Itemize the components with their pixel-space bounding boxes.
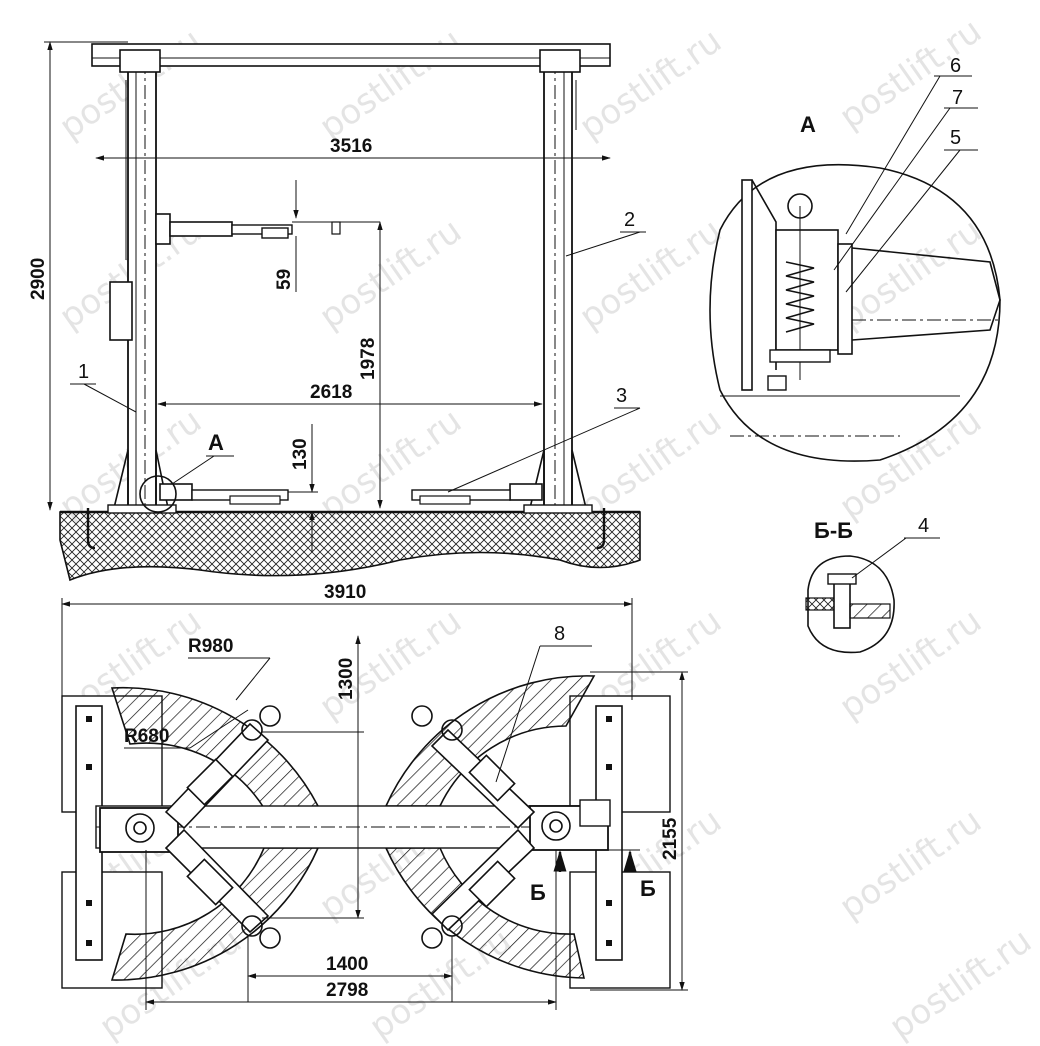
lift-pads <box>241 705 463 949</box>
arm-sweep-left-top <box>110 686 320 809</box>
dim-2618: 2618 <box>310 382 352 403</box>
lowered-lift-arm-left <box>139 475 289 513</box>
section-title: Б-Б <box>814 518 853 543</box>
callout-detail-a: А <box>208 430 224 455</box>
dimension-arm-length: 1300 <box>262 635 364 919</box>
dimension-total-height: 2900 <box>28 41 128 511</box>
anchor-bolt <box>596 508 606 550</box>
dim-130: 130 <box>290 438 311 470</box>
section-bb-view: Б-Б 4 <box>805 515 940 654</box>
dim-3910: 3910 <box>324 582 366 603</box>
right-column <box>523 49 593 514</box>
dim-2900: 2900 <box>28 258 49 300</box>
dim-r980: R980 <box>188 636 233 657</box>
dimension-pad-height: 130 <box>288 424 318 552</box>
watermark: postlift.ru <box>312 401 469 527</box>
watermark: postlift.ru <box>832 211 989 337</box>
callout-6: 6 <box>950 55 961 77</box>
dimension-outer-pad-spacing: 2798 <box>145 850 557 1010</box>
callout-5: 5 <box>950 127 961 149</box>
watermark: postlift.ru <box>882 921 1039 1046</box>
spring <box>785 261 815 333</box>
watermark: postlift.ru <box>572 21 729 147</box>
dim-1300: 1300 <box>336 658 357 700</box>
watermark: postlift.ru <box>832 801 989 927</box>
callout-1: 1 <box>78 361 89 383</box>
ground-section <box>59 511 641 582</box>
dimension-step: 59 <box>274 180 299 292</box>
section-marks: Б Б <box>530 849 656 905</box>
watermark: postlift.ru <box>832 11 989 137</box>
section-mark-right: Б <box>640 876 656 901</box>
dimension-r980: R980 <box>188 636 271 701</box>
dim-r680: R680 <box>124 726 169 747</box>
anchor-bolt <box>86 508 96 550</box>
dimension-pad-spacing: 1400 <box>247 936 453 1002</box>
plan-view: 3910 R980 R680 1300 2155 1400 <box>61 582 688 1010</box>
dim-1400: 1400 <box>326 954 368 975</box>
watermark: postlift.ru <box>832 401 989 527</box>
detail-a-view: А 6 7 5 <box>709 55 1001 462</box>
plan-arms <box>164 722 536 934</box>
front-view: 2900 3516 59 1978 2618 130 1 <box>28 41 646 582</box>
dim-1978: 1978 <box>358 338 379 380</box>
lowered-lift-arm-right <box>411 483 543 505</box>
arm-sweep-right-top <box>384 675 596 807</box>
dimension-column-span: 3516 <box>95 136 611 161</box>
dimension-overall-width: 3910 <box>61 582 633 700</box>
callout-4: 4 <box>918 515 929 537</box>
dim-2798: 2798 <box>326 980 368 1001</box>
raised-lift-arm <box>155 213 380 246</box>
dim-3516: 3516 <box>330 136 372 157</box>
left-column <box>107 49 177 514</box>
watermark: postlift.ru <box>572 211 729 337</box>
callout-2: 2 <box>624 209 635 231</box>
dimension-max-lift: 1978 <box>358 221 383 509</box>
dimension-inner-width: 2618 <box>157 382 543 407</box>
watermark: postlift.ru <box>312 21 469 147</box>
watermark: postlift.ru <box>832 601 989 727</box>
section-mark-left: Б <box>530 880 546 905</box>
top-beam <box>91 43 611 67</box>
dim-59: 59 <box>274 269 295 290</box>
dimension-base-depth: 2155 <box>590 671 688 991</box>
watermark: postlift.ru <box>572 401 729 527</box>
callout-3: 3 <box>616 385 627 407</box>
detail-a-title: А <box>800 112 816 137</box>
callout-7: 7 <box>952 87 963 109</box>
dim-2155: 2155 <box>660 817 681 860</box>
dimension-r680: R680 <box>124 709 249 749</box>
callout-8: 8 <box>554 623 565 645</box>
